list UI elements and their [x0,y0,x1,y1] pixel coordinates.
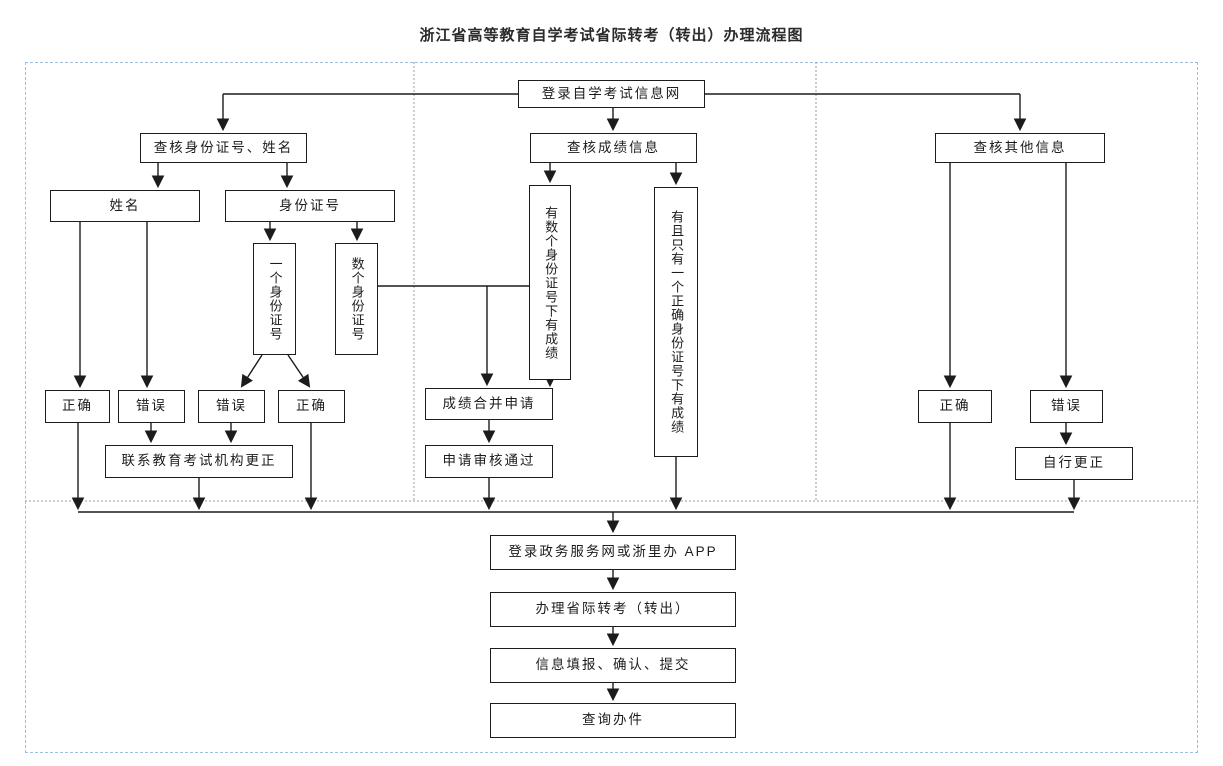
node-check-other: 查核其他信息 [935,133,1105,163]
node-contact-institution-fix: 联系教育考试机构更正 [105,445,293,478]
node-login-exam-site: 登录自学考试信息网 [518,80,705,108]
page-title: 浙江省高等教育自学考试省际转考（转出）办理流程图 [419,27,804,44]
node-handle-transfer-out: 办理省际转考（转出） [490,592,736,627]
node-multi-id-scores: 有数个身份证号下有成绩 [529,185,571,380]
node-several-ids: 数个身份证号 [335,243,378,355]
arrow-connectors [71,94,1081,702]
node-self-fix: 自行更正 [1015,447,1133,480]
node-id-correct: 正确 [278,390,345,423]
node-id-wrong: 错误 [198,390,265,423]
node-one-id: 一个身份证号 [253,243,296,355]
node-apply-approved: 申请审核通过 [425,445,553,478]
node-single-id-scores: 有且只有一个正确身份证号下有成绩 [654,187,698,457]
plain-connectors [78,93,1074,513]
node-check-scores: 查核成绩信息 [530,133,697,163]
node-other-wrong: 错误 [1030,390,1103,423]
flow-outer-border [25,62,1198,753]
node-score-merge-apply: 成绩合并申请 [425,388,553,420]
node-other-correct: 正确 [918,390,992,423]
section-dividers [25,62,1198,502]
node-fill-confirm-submit: 信息填报、确认、提交 [490,648,736,683]
node-query-progress: 查询办件 [490,703,736,738]
node-id-number: 身份证号 [225,190,395,222]
node-login-gov-service: 登录政务服务网或浙里办 APP [490,535,736,570]
node-check-id-name: 查核身份证号、姓名 [140,133,307,163]
node-name: 姓名 [50,190,200,222]
node-name-correct: 正确 [45,390,110,423]
node-name-wrong: 错误 [118,390,185,423]
